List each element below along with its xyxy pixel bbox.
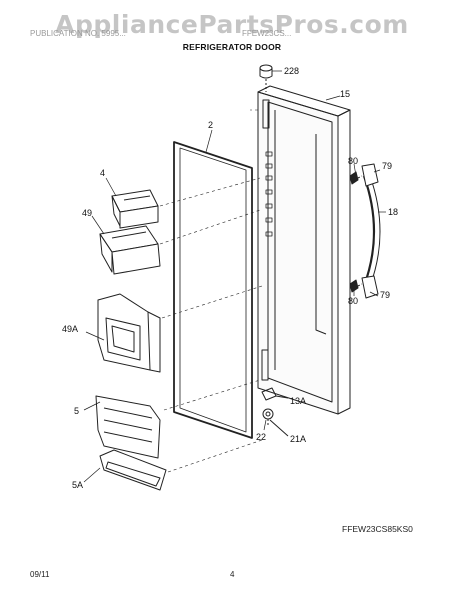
callout-labels: 228 15 2 4 49 80 79 18 80 79 49A 13A 5 2…	[62, 66, 398, 490]
footer-date: 09/11	[30, 570, 50, 579]
callout-80-bottom: 80	[348, 296, 358, 306]
watermark: AppliancePartsPros.com	[55, 10, 409, 39]
model-header: FFEW23CS...	[242, 29, 292, 38]
callout-228: 228	[284, 66, 299, 76]
callout-2: 2	[208, 120, 213, 130]
model-number: FFEW23CS85KS0	[342, 524, 413, 534]
callout-22: 22	[256, 432, 266, 442]
door-rack-5	[95, 395, 161, 459]
leader-lines	[83, 70, 386, 483]
callout-5a: 5A	[72, 480, 83, 490]
handle-screw-80-bottom	[349, 279, 363, 293]
handle-screw-80-top	[349, 171, 363, 185]
page-title: REFRIGERATOR DOOR	[182, 42, 282, 52]
publication-header: PUBLICATION NO. 5995...	[30, 29, 126, 38]
door-bin-49	[99, 225, 161, 275]
callout-80-top: 80	[348, 156, 358, 166]
callout-79-top: 79	[382, 161, 392, 171]
handle-end-cap-79-top	[361, 163, 379, 187]
dispenser-housing-49a	[97, 293, 161, 373]
hinge-cap-228	[259, 64, 273, 92]
callout-5: 5	[74, 406, 79, 416]
door-gasket-2	[173, 141, 253, 439]
callout-4: 4	[100, 168, 105, 178]
bearing-22	[262, 408, 274, 420]
callout-13a: 13A	[290, 396, 306, 406]
footer-page-number: 4	[230, 570, 235, 579]
door-panel-15	[257, 85, 351, 415]
callout-79-bottom: 79	[380, 290, 390, 300]
door-bin-4	[111, 189, 159, 229]
callout-15: 15	[340, 89, 350, 99]
handle-end-cap-79-bottom	[361, 275, 379, 299]
door-bin-5a	[99, 449, 167, 491]
callout-18: 18	[388, 207, 398, 217]
shelf-clips	[265, 151, 273, 237]
assembly-guide-lines	[159, 109, 263, 473]
callout-49a: 49A	[62, 324, 78, 334]
door-handle-18	[362, 175, 381, 287]
hinge-bushing-13a	[261, 387, 289, 401]
callout-49: 49	[82, 208, 92, 218]
callout-21a: 21A	[290, 434, 306, 444]
hinge-pin-21a	[267, 419, 289, 437]
